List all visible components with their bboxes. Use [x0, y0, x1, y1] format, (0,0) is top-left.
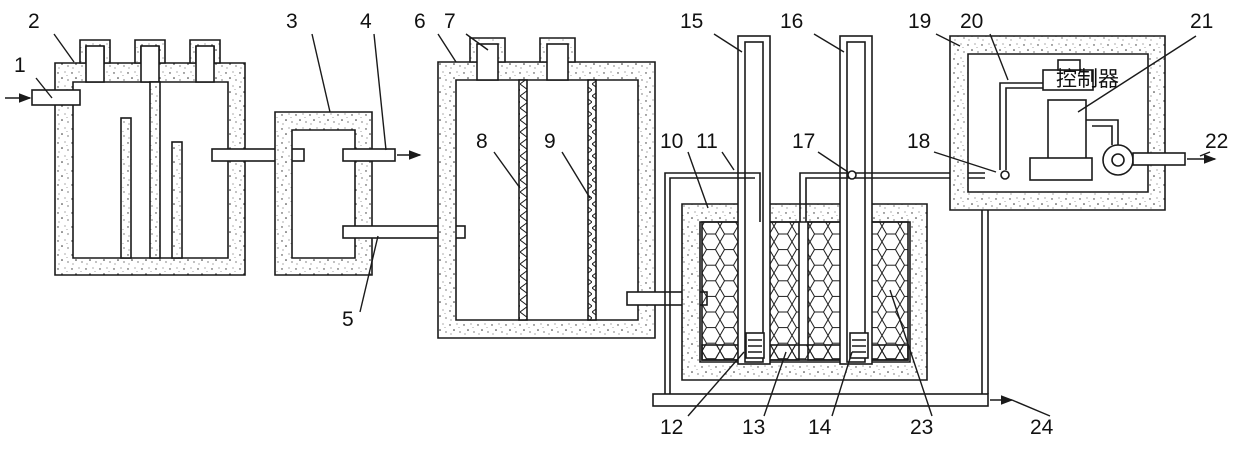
callout-label-4: 4 — [360, 10, 372, 33]
callout-leader-9 — [561, 151, 591, 199]
callout-label-7: 7 — [444, 10, 456, 33]
callout-leader-21 — [1077, 35, 1197, 113]
equipment-room: 控制器 — [949, 35, 1217, 211]
callout-leader-4 — [373, 33, 387, 151]
callout-label-9: 9 — [544, 130, 556, 153]
callout-label-8: 8 — [476, 130, 488, 153]
callout-label-15: 15 — [680, 10, 703, 33]
discharge-pipe — [652, 393, 989, 407]
callout-leader-19 — [935, 33, 961, 47]
callout-label-10: 10 — [660, 130, 683, 153]
callout-label-5: 5 — [342, 308, 354, 331]
callout-label-16: 16 — [780, 10, 803, 33]
callout-leader-11 — [721, 151, 735, 171]
callout-leader-16 — [813, 33, 845, 53]
callout-leader-15 — [713, 33, 743, 53]
callout-label-22: 22 — [1205, 130, 1228, 153]
callout-leader-8 — [493, 151, 521, 189]
callout-label-17: 17 — [792, 130, 815, 153]
callout-leader-6 — [437, 33, 457, 63]
callout-leader-18 — [933, 151, 997, 173]
callout-label-3: 3 — [286, 10, 298, 33]
callout-leader-2 — [53, 33, 75, 63]
tank-biofilm-reactor — [664, 35, 985, 395]
callout-leader-12 — [687, 351, 745, 417]
tank-grit-chamber — [5, 39, 246, 276]
callout-label-11: 11 — [696, 130, 718, 153]
callout-label-6: 6 — [414, 10, 426, 33]
callout-leader-20 — [989, 33, 1009, 81]
control-box-label: 控制器 — [1056, 68, 1119, 91]
callout-leader-17 — [817, 151, 849, 173]
tank-filter-chamber — [437, 37, 708, 339]
callout-label-12: 12 — [660, 416, 683, 439]
callout-leader-13 — [763, 351, 787, 417]
tank-settling-chamber — [274, 111, 466, 276]
callout-label-23: 23 — [910, 416, 933, 439]
callout-label-1: 1 — [14, 54, 26, 77]
callout-leader-10 — [687, 151, 709, 209]
callout-label-13: 13 — [742, 416, 765, 439]
callout-label-24: 24 — [1030, 416, 1054, 439]
callout-label-18: 18 — [907, 130, 930, 153]
callout-label-20: 20 — [960, 10, 983, 33]
callout-leader-23 — [889, 289, 933, 417]
callout-label-14: 14 — [808, 416, 832, 439]
callout-leader-3 — [311, 33, 331, 113]
callout-leader-24 — [1011, 399, 1051, 417]
callout-leader-5 — [359, 235, 379, 313]
callout-leader-22 — [1199, 151, 1211, 157]
callout-leader-14 — [831, 351, 853, 417]
callout-leader-7 — [465, 33, 489, 51]
callout-label-2: 2 — [28, 10, 40, 33]
callout-leader-1 — [35, 77, 53, 99]
callout-label-19: 19 — [908, 10, 931, 33]
callout-label-21: 21 — [1190, 10, 1213, 33]
